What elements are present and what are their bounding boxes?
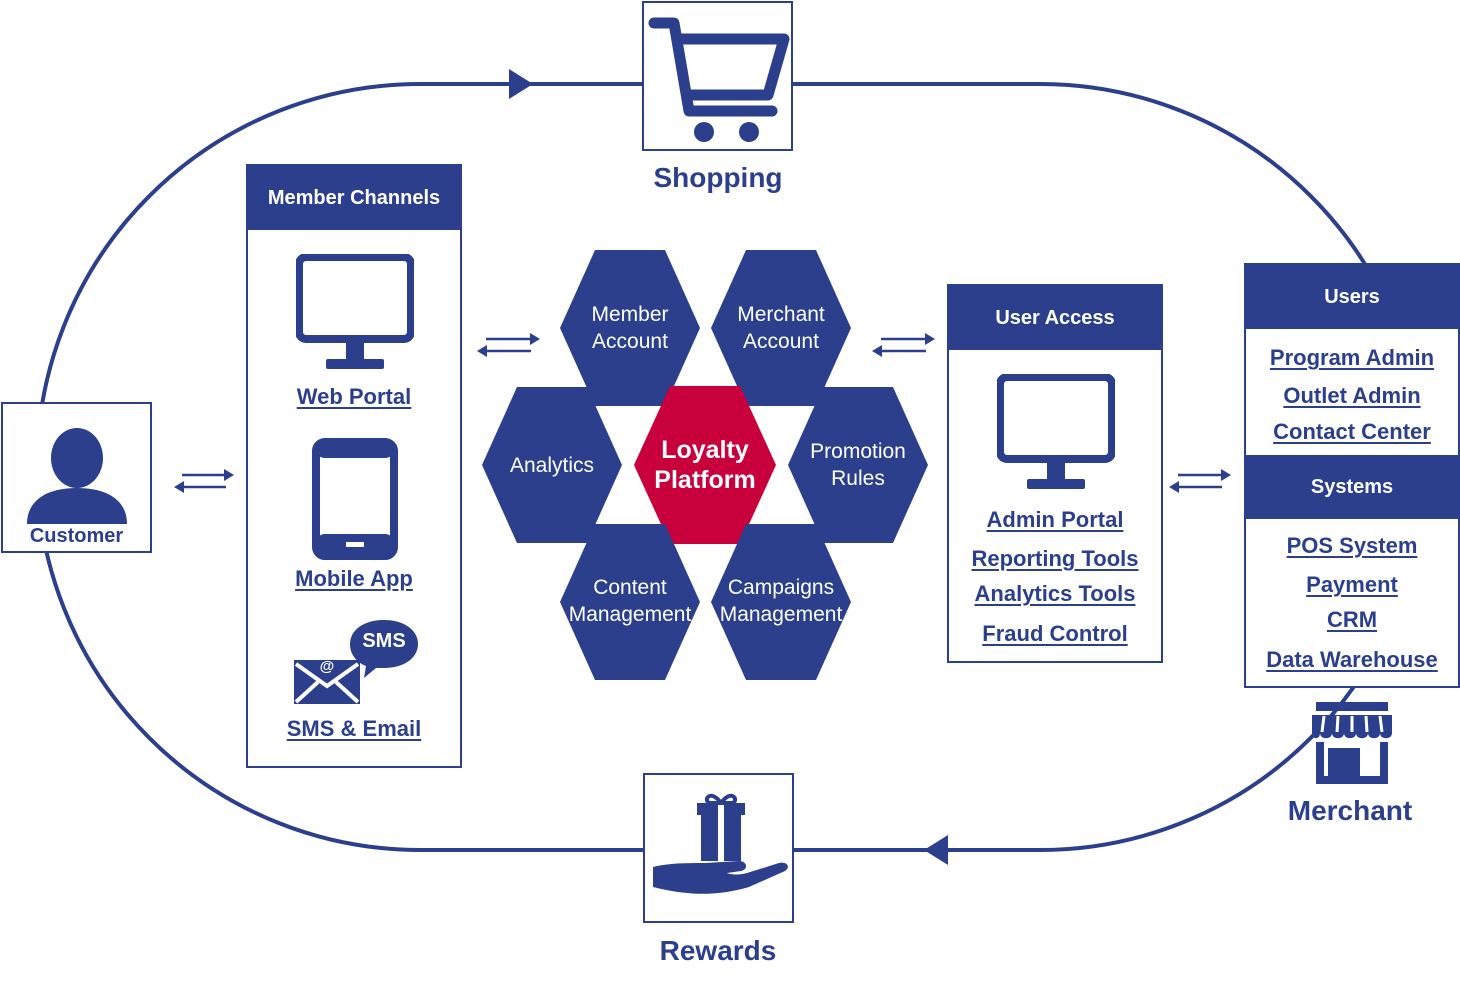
hexagon-cluster (482, 250, 928, 680)
person-icon (27, 428, 127, 524)
flow-arrow-bottom (924, 835, 948, 865)
users-title: Users (1246, 265, 1458, 329)
shopping-label: Shopping (653, 162, 783, 193)
arrow-useraccess-users (1169, 469, 1231, 493)
hex-merchant-account (711, 250, 851, 406)
contact-center-link[interactable]: Contact Center (1273, 419, 1431, 444)
module-line1: Promotion (810, 440, 906, 463)
customer-box: Customer (1, 402, 152, 553)
merchant-label: Merchant (1287, 795, 1413, 826)
pos-system-link[interactable]: POS System (1286, 533, 1418, 558)
user-access-panel: User Access Admin Portal Reporting Tools… (947, 284, 1163, 663)
tablet-icon (312, 438, 398, 560)
module-line1: Member (591, 303, 669, 326)
fraud-control-link[interactable]: Fraud Control (982, 621, 1128, 646)
sms-email-graphic (294, 620, 418, 704)
payment-link[interactable]: Payment (1306, 572, 1398, 597)
module-line2: Management (568, 603, 692, 626)
data-warehouse-link[interactable]: Data Warehouse (1266, 647, 1438, 672)
sms-email-link[interactable]: SMS & Email (286, 716, 422, 741)
arrow-customer-channels (174, 469, 234, 493)
core-line2: Platform (654, 466, 756, 494)
module-line1: Merchant (737, 303, 825, 326)
admin-portal-link[interactable]: Admin Portal (986, 507, 1124, 532)
crm-link[interactable]: CRM (1326, 607, 1378, 632)
flow-arrow-top (509, 69, 533, 99)
arrow-platform-useraccess (872, 333, 935, 357)
member-channels-panel: Member Channels Web Portal Mobile App SM… (246, 164, 462, 768)
shopping-box (642, 1, 793, 151)
hex-campaigns-management (711, 524, 851, 680)
program-admin-link[interactable]: Program Admin (1269, 345, 1435, 370)
module-line2: Account (743, 330, 819, 353)
storefront-icon (1312, 702, 1392, 784)
core-line1: Loyalty (661, 436, 749, 464)
customer-label: Customer (29, 525, 124, 547)
arrow-channels-platform (477, 333, 540, 357)
hex-loyalty-platform (634, 386, 776, 544)
shopping-cart-icon (648, 17, 790, 142)
sms-email-icon: SMS @ (290, 618, 420, 708)
module-line2: Account (592, 330, 668, 353)
module-line2: Management (719, 603, 843, 626)
hex-promotion-rules (788, 387, 928, 543)
outlet-admin-link[interactable]: Outlet Admin (1283, 383, 1421, 408)
module-line2: Rules (831, 467, 885, 490)
user-access-title: User Access (949, 286, 1161, 350)
module-line1: Analytics (509, 453, 595, 477)
sms-badge-text: SMS (362, 630, 406, 652)
monitor-icon (296, 254, 414, 369)
hex-content-management (560, 524, 700, 680)
users-systems-panel: Users Program Admin Outlet Admin Contact… (1244, 263, 1460, 688)
loop-track (35, 82, 1425, 852)
gift-hand-icon (653, 793, 788, 894)
reporting-tools-link[interactable]: Reporting Tools (971, 546, 1139, 571)
mobile-app-link[interactable]: Mobile App (295, 566, 413, 591)
systems-title: Systems (1246, 455, 1458, 519)
analytics-tools-link[interactable]: Analytics Tools (974, 581, 1136, 606)
email-at-symbol: @ (319, 658, 335, 675)
module-line1: Campaigns (727, 576, 835, 599)
monitor-icon (997, 374, 1115, 489)
rewards-label: Rewards (659, 935, 777, 966)
web-portal-link[interactable]: Web Portal (296, 384, 412, 409)
member-channels-title: Member Channels (248, 166, 460, 230)
hex-analytics (482, 387, 622, 543)
rewards-box (643, 773, 794, 923)
hex-member-account (560, 250, 700, 406)
module-line1: Content (593, 576, 667, 599)
hex-label-analytics: Analytics (482, 450, 622, 480)
